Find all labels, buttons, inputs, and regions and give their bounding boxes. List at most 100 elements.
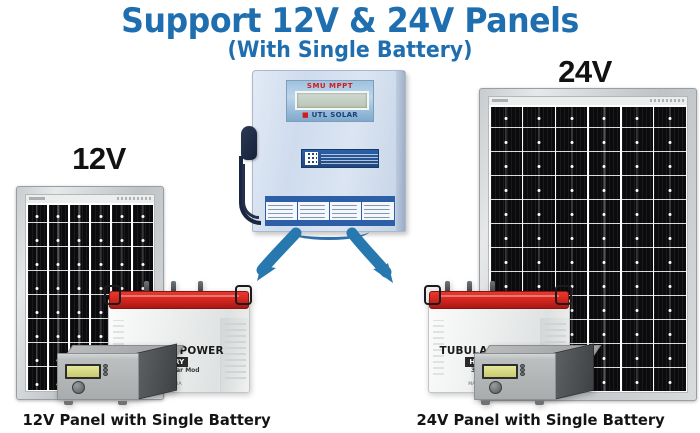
solar-cell-busbar-dot: [635, 308, 639, 312]
inverter-stand: [289, 223, 369, 240]
power-button[interactable]: [71, 380, 85, 394]
inverter-foot: [535, 401, 545, 405]
inverter-power-cable: [239, 126, 261, 225]
brand-bullet-icon: ■: [302, 111, 309, 119]
solar-cell-busbar-dot: [35, 310, 39, 314]
solar-cell-busbar-dot: [668, 332, 672, 336]
solar-cell-busbar-dot: [635, 164, 639, 168]
solar-cell-busbar-dot: [635, 236, 639, 240]
solar-cell-column: [621, 106, 654, 391]
home-inverter-right: [474, 343, 602, 405]
solar-cell-busbar-dot: [77, 262, 81, 266]
solar-cell-busbar-dot: [504, 116, 508, 120]
inverter-status-leds: [519, 363, 526, 377]
solar-cell-busbar-dot: [602, 236, 606, 240]
solar-cell-busbar-dot: [537, 116, 541, 120]
battery-right-top-cap: [429, 291, 569, 309]
inverter-display-plate: SMU MPPT ■ UTL SOLAR: [286, 80, 374, 122]
solar-cell-busbar-dot: [668, 260, 672, 264]
solar-cell-busbar-dot: [635, 260, 639, 264]
solar-cell-busbar-dot: [99, 286, 103, 290]
home-inverter-left: [57, 343, 185, 405]
spec-cell: [362, 202, 394, 220]
solar-cell-busbar-dot: [35, 262, 39, 266]
sticker-text-lines: [321, 153, 378, 164]
solar-cell-busbar-dot: [635, 212, 639, 216]
solar-cell-busbar-dot: [570, 116, 574, 120]
solar-panel-brand-mark: [492, 98, 508, 102]
solar-cell-column: [654, 106, 686, 391]
solar-cell-busbar-dot: [537, 164, 541, 168]
inverter-feet: [62, 400, 171, 405]
solar-cell-busbar-dot: [602, 116, 606, 120]
inverter-lcd-display: [65, 363, 102, 380]
solar-cell-busbar-dot: [537, 260, 541, 264]
solar-cell-busbar-dot: [99, 214, 103, 218]
solar-panel-barcode: [117, 196, 151, 200]
solar-cell-busbar-dot: [635, 380, 639, 384]
battery-terminal-cap: [444, 281, 450, 293]
solar-cell-busbar-dot: [35, 334, 39, 338]
battery-left-top-cap: [109, 291, 249, 309]
battery-terminal-cap: [197, 281, 203, 293]
solar-cell-busbar-dot: [77, 286, 81, 290]
solar-cell-busbar-dot: [504, 236, 508, 240]
solar-cell-busbar-dot: [504, 212, 508, 216]
power-button[interactable]: [488, 380, 502, 394]
status-led: [102, 363, 108, 368]
cable-plug: [241, 126, 257, 160]
inverter-foot: [118, 401, 128, 405]
solar-cell-busbar-dot: [602, 260, 606, 264]
solar-cell-busbar-dot: [99, 262, 103, 266]
battery-terminal-cap: [144, 281, 150, 293]
solar-cell-busbar-dot: [602, 332, 606, 336]
caption-right: 24V Panel with Single Battery: [416, 411, 665, 429]
solar-cell-busbar-dot: [77, 310, 81, 314]
solar-cell-busbar-dot: [668, 140, 672, 144]
cable-wire-secondary: [242, 164, 259, 219]
solar-cell-busbar-dot: [99, 310, 103, 314]
solar-cell-busbar-dot: [635, 356, 639, 360]
solar-cell-busbar-dot: [570, 308, 574, 312]
solar-cell-busbar-dot: [635, 188, 639, 192]
solar-cell-busbar-dot: [141, 214, 145, 218]
inverter-status-leds: [102, 363, 109, 377]
solar-cell-busbar-dot: [602, 140, 606, 144]
solar-cell-busbar-dot: [668, 356, 672, 360]
caption-left: 12V Panel with Single Battery: [22, 411, 271, 429]
inverter-brand-label: ■ UTL SOLAR: [287, 111, 373, 120]
solar-cell-busbar-dot: [537, 140, 541, 144]
inverter-feet: [479, 400, 588, 405]
solar-cell-busbar-dot: [668, 236, 672, 240]
solar-cell-busbar-dot: [56, 310, 60, 314]
battery-terminal-cap: [489, 281, 495, 293]
battery-vent-grille: [225, 322, 247, 380]
solar-cell-busbar-dot: [602, 308, 606, 312]
solar-cell-busbar-dot: [537, 212, 541, 216]
solar-cell-column: [69, 204, 90, 390]
solar-cell-busbar-dot: [120, 262, 124, 266]
solar-cell-busbar-dot: [56, 334, 60, 338]
voltage-label-24v: 24V: [558, 54, 612, 89]
solar-cell-busbar-dot: [570, 188, 574, 192]
solar-cell-busbar-dot: [602, 164, 606, 168]
solar-cell-busbar-dot: [602, 356, 606, 360]
solar-cell-busbar-dot: [504, 140, 508, 144]
solar-panel-barcode: [650, 98, 684, 102]
solar-cell-busbar-dot: [570, 140, 574, 144]
spec-cell: [298, 202, 330, 220]
inverter-front-face: [474, 352, 557, 400]
solar-cell-busbar-dot: [504, 164, 508, 168]
inverter-display-title: SMU MPPT: [306, 82, 354, 90]
solar-cell-busbar-dot: [602, 212, 606, 216]
solar-cell-busbar-dot: [635, 116, 639, 120]
inverter-brand-text: UTL SOLAR: [311, 111, 358, 119]
solar-cell-busbar-dot: [35, 358, 39, 362]
solar-cell-busbar-dot: [35, 214, 39, 218]
page-title: Support 12V & 24V Panels: [121, 1, 579, 41]
status-led: [102, 367, 108, 373]
solar-cell-busbar-dot: [120, 238, 124, 242]
solar-cell-busbar-dot: [668, 116, 672, 120]
solar-cell-busbar-dot: [56, 286, 60, 290]
